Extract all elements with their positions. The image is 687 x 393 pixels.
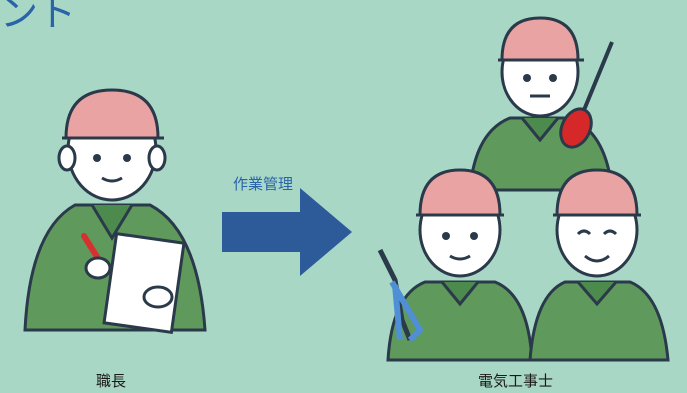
foreman-figure (23, 88, 207, 334)
arrow-label: 作業管理 (233, 175, 294, 193)
pliers-icon (377, 248, 424, 343)
flow-arrow (222, 188, 352, 276)
clipboard-icon (102, 232, 186, 334)
foreman-label: 職長 (96, 372, 127, 390)
electrician-left-figure (377, 168, 534, 362)
title-fragment: ント (0, 0, 77, 35)
electricians-label: 電気工事士 (478, 372, 554, 390)
electrician-right-figure (528, 168, 670, 362)
screwdriver-icon (559, 41, 614, 149)
electrician-top-figure (468, 16, 614, 192)
